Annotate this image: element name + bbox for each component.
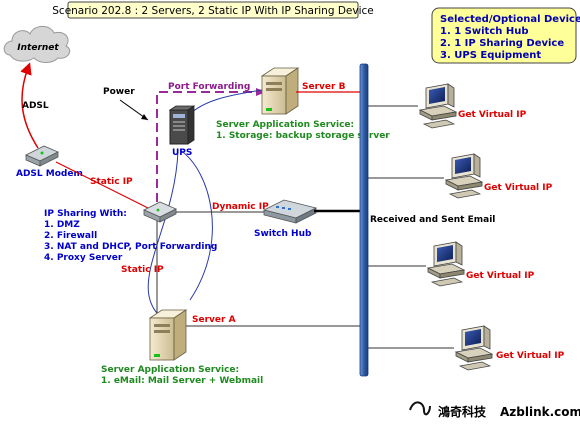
selected-device-box: Selected/Optional Device 1. 1 Switch Hub… [431, 7, 580, 64]
get-virtual-ip-label: Get Virtual IP [458, 110, 527, 120]
ip-sharing-item: 1. DMZ [44, 220, 80, 230]
selected-item: 3. UPS Equipment [440, 50, 541, 61]
switch-hub-icon [262, 199, 318, 224]
network-bus [359, 63, 369, 377]
adsl-label: ADSL [22, 101, 49, 111]
adsl-modem-icon [25, 145, 59, 167]
adsl-modem-label: ADSL Modem [16, 169, 83, 179]
ip-sharing-heading: IP Sharing With: [44, 209, 127, 219]
selected-heading: Selected/Optional Device [440, 14, 580, 25]
ups-cable-c [179, 149, 213, 301]
brand-logo-icon [409, 401, 431, 416]
received-sent-email-label: Received and Sent Email [370, 215, 495, 225]
ip-sharing-item: 4. Proxy Server [44, 253, 123, 263]
internet-label: Internet [17, 43, 59, 53]
ip-sharing-device-icon [143, 201, 177, 223]
get-virtual-ip-label: Get Virtual IP [496, 351, 565, 361]
adsl-link [20, 62, 39, 149]
internet-cloud-icon: Internet [3, 25, 71, 63]
server-b-icon [260, 67, 300, 115]
ups-label: UPS [172, 148, 192, 158]
get-virtual-ip-label: Get Virtual IP [484, 183, 553, 193]
selected-item: 2. 1 IP Sharing Device [440, 38, 564, 49]
switch-hub-label: Switch Hub [254, 229, 312, 239]
port-forwarding-path [156, 91, 256, 202]
brand-site: Azblink.com [500, 405, 580, 419]
client-pc-icon [426, 241, 466, 287]
brand-chinese: 鴻奇科技 [438, 404, 487, 419]
ip-sharing-item: 3. NAT and DHCP, Port Forwarding [44, 242, 217, 252]
ups-cable-b [183, 89, 263, 121]
server-a-service-heading: Server Application Service: [101, 365, 239, 375]
get-virtual-ip-label: Get Virtual IP [466, 271, 535, 281]
selected-item: 1. 1 Switch Hub [440, 26, 529, 37]
page-title: Scenario 202.8 : 2 Servers, 2 Static IP … [52, 5, 374, 17]
server-a-icon [148, 309, 188, 361]
dynamic-ip-label: Dynamic IP [212, 202, 269, 212]
static-ip-label-top: Static IP [90, 177, 133, 187]
ups-icon [168, 105, 196, 145]
server-b-service-heading: Server Application Service: [216, 120, 354, 130]
client-pc-icon [418, 83, 458, 129]
client-pc-icon [444, 153, 484, 199]
power-label: Power [103, 87, 135, 97]
ip-sharing-item: 2. Firewall [44, 231, 97, 241]
server-b-label: Server B [302, 82, 346, 92]
client-pcs: Get Virtual IP Get Virtual IP Get Virtual … [368, 83, 565, 371]
brand-logo: 鴻奇科技 Azblink.com [409, 401, 580, 419]
ups-cable-a [147, 149, 183, 331]
server-a-label: Server A [192, 315, 236, 325]
title-banner: Scenario 202.8 : 2 Servers, 2 Static IP … [52, 1, 374, 19]
port-forwarding-label: Port Forwarding [168, 82, 250, 92]
client-pc-icon [454, 325, 494, 371]
server-a-service-item: 1. eMail: Mail Server + Webmail [101, 376, 263, 386]
static-ip-link [55, 161, 149, 209]
static-ip-label-bottom: Static IP [121, 265, 164, 275]
server-b-service-item: 1. Storage: backup storage server [216, 131, 390, 141]
